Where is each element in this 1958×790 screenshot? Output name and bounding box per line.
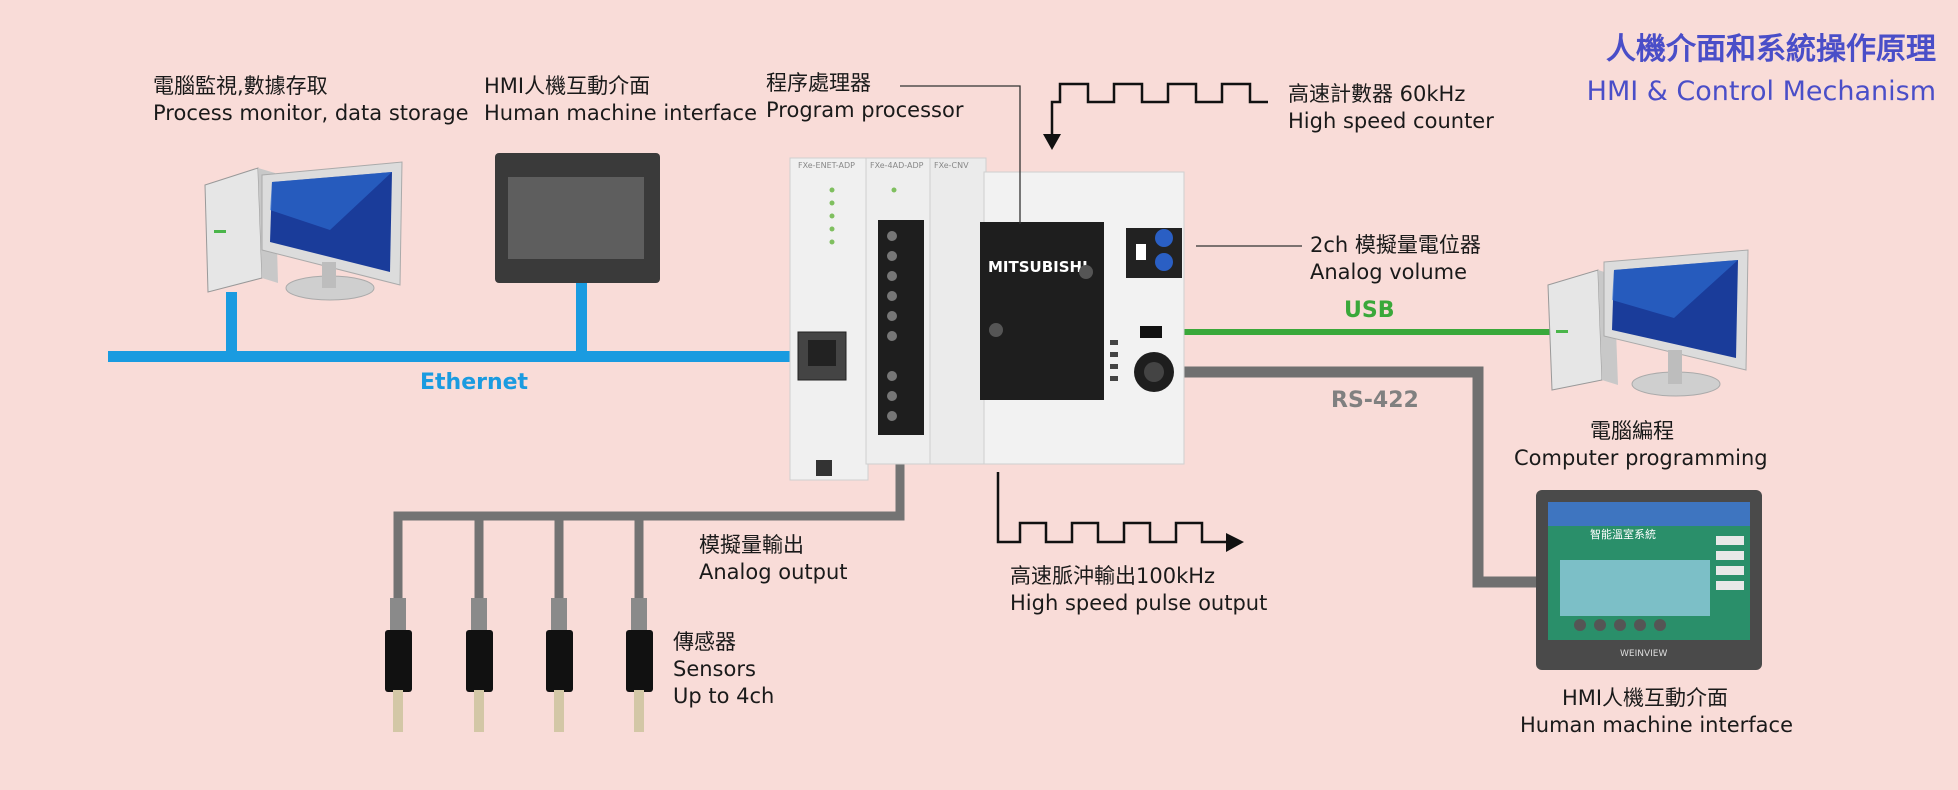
label-sensors-en: Sensors: [673, 657, 756, 681]
label-processor-en: Program processor: [766, 98, 964, 122]
label-usb: USB: [1344, 298, 1395, 323]
sensor-probe: [385, 598, 412, 732]
page-title-zh: 人機介面和系統操作原理: [1606, 32, 1936, 67]
label-pulse-output: 高速脈沖輸出100kHz High speed pulse output: [1010, 563, 1267, 617]
hmi-panel-top: [495, 153, 660, 283]
svg-text:FXe-4AD-ADP: FXe-4AD-ADP: [870, 161, 924, 170]
plc-brand-label: MITSUBISHI: [988, 258, 1088, 276]
label-pc-programming-zh: 電腦編程: [1590, 419, 1674, 443]
label-hmi-top-en: Human machine interface: [484, 101, 757, 125]
hs-pulse-output: [996, 472, 1244, 552]
label-hmi-bottom-zh: HMI人機互動介面: [1561, 686, 1729, 710]
label-hs-counter: 高速計數器 60kHz High speed counter: [1288, 81, 1494, 135]
label-pc-programming-en: Computer programming: [1514, 446, 1768, 470]
label-hmi-bottom-en: Human machine interface: [1520, 713, 1793, 737]
label-pc-programming: 電腦編程 Computer programming: [1514, 418, 1768, 472]
svg-text:FXe-CNV: FXe-CNV: [934, 161, 969, 170]
label-analog-volume-en: Analog volume: [1310, 260, 1468, 284]
label-pc-monitor-zh: 電腦監視,數據存取: [153, 74, 328, 98]
ethernet-bus: [108, 282, 820, 362]
hmi-brand-label: WEINVIEW: [1620, 649, 1667, 659]
label-sensors-channels: Up to 4ch: [673, 684, 775, 708]
label-hs-counter-en: High speed counter: [1288, 109, 1494, 133]
sensor-probe: [546, 598, 573, 732]
label-rs422: RS-422: [1331, 388, 1419, 413]
label-pc-monitor: 電腦監視,數據存取 Process monitor, data storage: [153, 73, 469, 127]
label-analog-volume: 2ch 模擬量電位器 Analog volume: [1310, 232, 1481, 286]
label-pulse-output-zh: 高速脈沖輸出100kHz: [1010, 564, 1216, 588]
label-pc-monitor-en: Process monitor, data storage: [153, 101, 469, 125]
page-title-en: HMI & Control Mechanism: [1586, 76, 1936, 107]
label-sensors: 傳感器 Sensors Up to 4ch: [673, 629, 774, 710]
label-hmi-top: HMI人機互動介面 Human machine interface: [484, 73, 757, 127]
label-pulse-output-en: High speed pulse output: [1010, 591, 1268, 615]
analog-output-cable: [393, 448, 905, 600]
label-processor-zh: 程序處理器: [766, 71, 871, 95]
hmi-panel-bottom: 智能溫室系統 WEINVIEW: [1536, 490, 1762, 670]
leader-lines: [900, 85, 1302, 247]
svg-text:FXe-ENET-ADP: FXe-ENET-ADP: [798, 161, 855, 170]
label-processor: 程序處理器 Program processor: [766, 70, 963, 124]
plc-unit: FXe-ENET-ADP FXe-4AD-ADP FXe-CNV MITSUBI…: [789, 157, 1185, 481]
label-analog-output-en: Analog output: [699, 560, 848, 584]
label-hmi-bottom: HMI人機互動介面 Human machine interface: [1520, 685, 1793, 739]
label-analog-volume-zh: 2ch 模擬量電位器: [1310, 233, 1481, 257]
sensor-probe: [626, 598, 653, 732]
pc-computer-programming: [1547, 249, 1749, 397]
label-hmi-top-zh: HMI人機互動介面: [484, 74, 651, 98]
label-ethernet: Ethernet: [420, 370, 529, 395]
hs-counter-pulse: [1043, 82, 1268, 150]
pc-monitor-left: [204, 161, 403, 301]
hmi-screen-title: 智能溫室系統: [1590, 527, 1656, 541]
label-analog-output-zh: 模擬量輸出: [699, 533, 804, 557]
label-hs-counter-zh: 高速計數器 60kHz: [1288, 82, 1466, 106]
sensor-probes: [385, 598, 653, 732]
rs422-cable: [1160, 366, 1542, 588]
label-sensors-zh: 傳感器: [673, 630, 736, 654]
sensor-probe: [466, 598, 493, 732]
label-analog-output: 模擬量輸出 Analog output: [699, 532, 848, 586]
